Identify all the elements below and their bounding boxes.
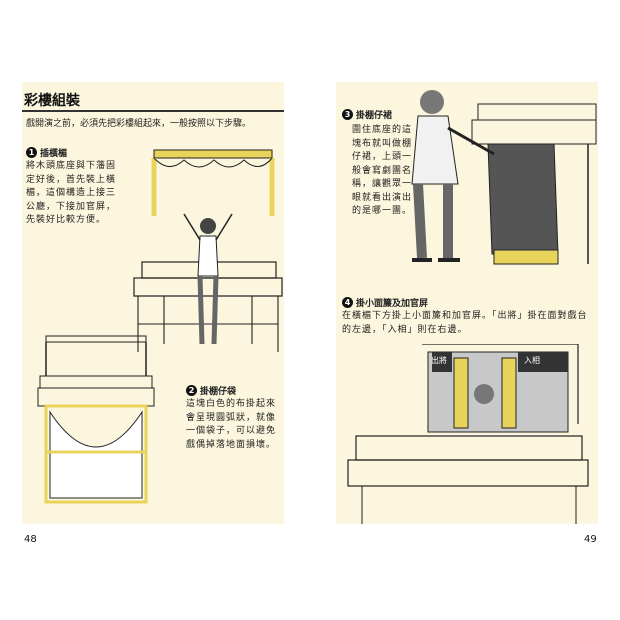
curtain-label-right: 入相 [524, 356, 540, 365]
step-4-number: 4 [342, 297, 353, 308]
step-1-heading: 1 插橫楣 [26, 146, 67, 159]
title-rule [22, 110, 284, 112]
step-3-heading: 3 掛棚仔裙 [342, 108, 392, 121]
curtain-label-left: 出將 [431, 356, 447, 365]
step-4-heading: 4 掛小面簾及加官屏 [342, 296, 428, 309]
page-number-left: 48 [24, 534, 37, 545]
step-1-text: 將木頭底座與下藩固定好後，首先裝上橫楣，這個構造上接三公廳，下接加官屏，先裝好比… [26, 161, 117, 225]
step-3-title: 掛棚仔裙 [356, 111, 393, 121]
step-2-text: 這塊白色的布掛起來會呈現圓弧狀，就像一個袋子，可以避免戲偶掉落地面損壞。 [186, 399, 277, 450]
step-1-title: 插橫楣 [40, 149, 68, 159]
stage-frame-illustration-2 [37, 335, 155, 504]
left-page: 彩樓組裝 戲開演之前，必須先把彩樓組起來，一般按照以下步驟。 1 插橫楣 將木頭… [22, 82, 284, 524]
step-3-number: 3 [342, 109, 353, 120]
page-title: 彩樓組裝 [24, 93, 80, 109]
hanging-skirt-illustration [411, 90, 597, 265]
step-2-heading: 2 掛棚仔袋 [186, 384, 236, 397]
step-2-title: 掛棚仔袋 [200, 387, 237, 397]
step-1-number: 1 [26, 147, 37, 158]
step-4-text: 在橫楣下方掛上小面簾和加官屏。「出將」掛在面對戲台的左邊，「入相」則在右邊。 [342, 311, 588, 335]
right-page: 3 掛棚仔裙 圍住底座的這塊布就叫做棚仔裙，上頭一般會寫劇團名稱，讓觀眾一眼就看… [336, 82, 598, 524]
step-4-title: 掛小面簾及加官屏 [356, 299, 429, 309]
step-3-text: 圍住底座的這塊布就叫做棚仔裙，上頭一般會寫劇團名稱，讓觀眾一眼就看出演出的是哪一… [352, 125, 413, 216]
stage-front-illustration [347, 344, 589, 524]
page-number-right: 49 [584, 534, 597, 545]
intro-text: 戲開演之前，必須先把彩樓組起來，一般按照以下步驟。 [26, 119, 252, 129]
step-2-number: 2 [186, 385, 197, 396]
stage-frame-illustration-1 [133, 149, 283, 352]
